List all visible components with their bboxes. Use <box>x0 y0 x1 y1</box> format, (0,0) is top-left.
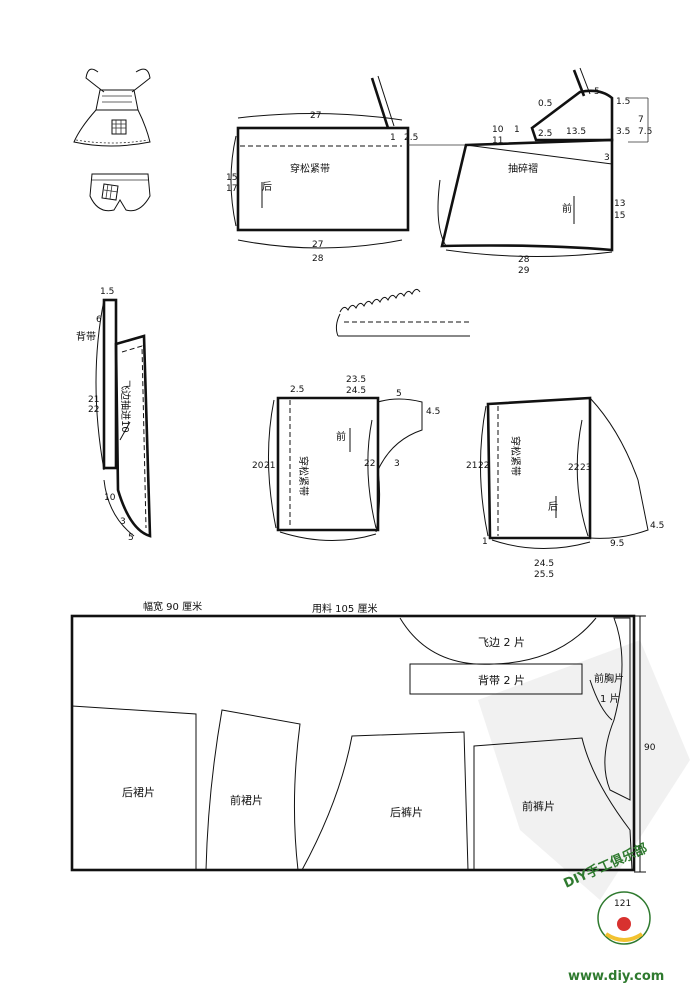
back-pants-elastic-label: 穿松紧带 <box>509 436 522 476</box>
layout-bib-label-2: 1 片 <box>600 692 620 705</box>
front-skirt-dim-15b: 15 <box>614 211 625 221</box>
front-skirt-dim-25: 2.5 <box>538 129 552 139</box>
front-pants-dim-20: 20 <box>252 461 264 471</box>
strap-dim-21: 21 <box>88 395 99 405</box>
front-skirt-front-label: 前 <box>562 202 572 215</box>
back-pants-dim-95: 9.5 <box>610 539 624 549</box>
layout-back-skirt-label: 后裙片 <box>122 786 155 799</box>
front-skirt-dim-15: 1.5 <box>616 97 630 107</box>
front-pants-dim-3: 3 <box>394 459 400 469</box>
back-skirt-pattern: 27 穿松紧带 后 15 17 27 28 1 2.5 <box>226 75 470 264</box>
strap-dim-6: 6 <box>96 315 102 325</box>
strap-dim-22: 22 <box>88 405 99 415</box>
ruffle-label: 飞边抽进10 <box>119 380 132 433</box>
front-pants-dim-5: 5 <box>396 389 402 399</box>
front-skirt-dim-3: 3 <box>604 153 610 163</box>
back-skirt-back-label: 后 <box>262 181 272 193</box>
back-skirt-dim-side-2: 17 <box>226 184 237 194</box>
back-pants-dim-23: 23 <box>580 463 591 473</box>
back-pants-dim-45: 4.5 <box>650 521 664 531</box>
ruffle-dim-10: 10 <box>104 493 116 503</box>
layout-back-pants-label: 后裤片 <box>390 805 423 819</box>
back-skirt-dim-corner-2: 2.5 <box>404 133 418 143</box>
strap-label: 背带 <box>76 330 96 343</box>
front-pants-dim-25: 2.5 <box>290 385 304 395</box>
front-pants-dim-245: 24.5 <box>346 386 366 396</box>
cutting-layout: 幅宽 90 厘米 用料 105 厘米 90 飞边 2 片 背带 2 片 前胸片 … <box>70 600 656 873</box>
layout-ruffle-label: 飞边 2 片 <box>478 636 525 649</box>
strap-dim-15: 1.5 <box>100 287 114 297</box>
back-pants-dim-1: 1 <box>482 537 488 547</box>
front-skirt-dim-5: 5 <box>594 87 600 97</box>
front-skirt-gather-label: 抽碎褶 <box>508 162 538 175</box>
front-pants-pattern: 2.5 23.5 24.5 5 4.5 前 穿松紧带 20 21 22 3 <box>252 375 440 541</box>
back-pants-dim-22b: 22 <box>568 463 579 473</box>
front-pants-dim-45: 4.5 <box>426 407 440 417</box>
fabric-use-label: 用料 105 厘米 <box>312 602 377 615</box>
front-skirt-dim-28: 28 <box>518 255 530 265</box>
watermark-stamp <box>478 640 690 900</box>
front-pants-front-label: 前 <box>336 430 346 443</box>
front-skirt-dim-135: 13.5 <box>566 127 586 137</box>
back-pants-dim-245: 24.5 <box>534 559 554 569</box>
back-pants-dim-21: 21 <box>466 461 477 471</box>
back-pants-dim-255: 25.5 <box>534 570 554 580</box>
layout-front-pants-label: 前裤片 <box>522 799 555 813</box>
layout-dim-90: 90 <box>644 743 656 753</box>
front-skirt-dim-7: 7 <box>638 115 644 125</box>
front-skirt-dim-29: 29 <box>518 266 530 276</box>
back-pants-dim-22: 22 <box>478 461 489 471</box>
front-skirt-dim-11: 11 <box>492 136 503 146</box>
front-skirt-dim-05: 0.5 <box>538 99 552 109</box>
back-pants-pattern: 穿松紧带 后 21 22 1 22 23 9.5 4.5 24.5 25.5 <box>466 396 664 580</box>
back-skirt-elastic-label: 穿松紧带 <box>290 162 330 175</box>
front-skirt-pattern: 抽碎褶 前 5 1.5 0.5 10 11 1 2.5 13.5 3.5 7 7… <box>437 67 652 276</box>
front-skirt-dim-13: 13 <box>614 199 625 209</box>
layout-bib-label-1: 前胸片 <box>594 672 624 685</box>
back-skirt-dim-bottom-2: 28 <box>312 254 324 264</box>
ruffle-edge-sketch <box>335 288 470 337</box>
layout-strap-label: 背带 2 片 <box>478 673 525 687</box>
back-skirt-dim-top: 27 <box>310 111 321 121</box>
fabric-width-label: 幅宽 90 厘米 <box>143 600 202 613</box>
club-site: www.diy.com <box>568 969 664 984</box>
back-skirt-dim-bottom-1: 27 <box>312 240 323 250</box>
back-pants-back-label: 后 <box>548 501 558 513</box>
front-pants-dim-22: 22 <box>364 459 375 469</box>
front-skirt-dim-75: 7.5 <box>638 127 652 137</box>
garment-sketch <box>73 68 151 212</box>
front-skirt-dim-10: 10 <box>492 125 504 135</box>
ruffle-dim-3: 3 <box>120 517 126 527</box>
back-skirt-dim-side-1: 15 <box>226 173 237 183</box>
front-skirt-dim-1: 1 <box>514 125 520 135</box>
layout-front-skirt-label: 前裙片 <box>230 793 263 807</box>
front-pants-elastic-label: 穿松紧带 <box>297 456 310 496</box>
front-skirt-dim-35: 3.5 <box>616 127 630 137</box>
front-pants-dim-235: 23.5 <box>346 375 366 385</box>
page-number: 121 <box>614 899 631 909</box>
back-skirt-dim-corner-1: 1 <box>390 133 396 143</box>
strap-ruffle-pattern: 1.5 6 背带 21 22 飞边抽进10 10 3 5 <box>76 287 152 543</box>
ruffle-dim-5: 5 <box>128 533 134 543</box>
front-pants-dim-21: 21 <box>264 461 275 471</box>
